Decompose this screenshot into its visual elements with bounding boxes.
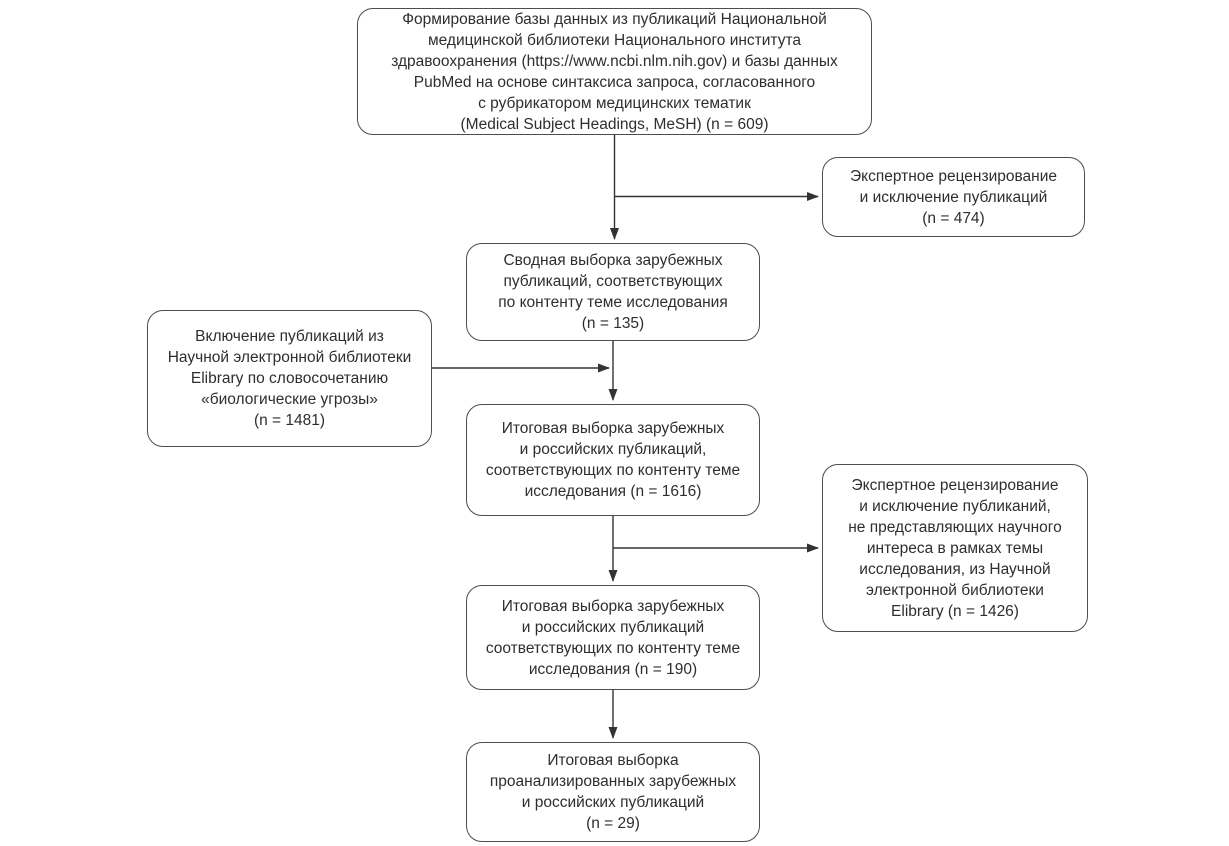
flow-box-summary-foreign-sample: Сводная выборка зарубежных публикаций, со… [466,243,760,341]
box-text-line: Итоговая выборка зарубежных [501,597,725,615]
box-text-line: интереса в рамках темы [866,539,1044,557]
box-text-line: медицинской библиотеки Национального инс… [428,31,801,49]
box-text-line: PubMed на основе синтаксиса запроса, сог… [413,73,816,91]
box-text-line: с рубрикатором медицинских тематик [478,94,751,112]
box-text-line: (n = 29) [586,815,640,832]
flow-box-source-database: Формирование базы данных из публикаций Н… [357,8,872,135]
box-text-line: и российских публикаций [521,794,705,811]
box-text-line: Экспертное рецензирование [850,167,1057,185]
box-text-line: публикаций, соответствующих [503,273,723,290]
box-text-line: (n = 1481) [253,412,326,429]
box-text-line: (n = 474) [922,209,985,227]
box-text-line: Формирование базы данных из публикаций Н… [402,10,827,28]
box-text-line: Сводная выборка зарубежных [503,252,723,269]
flow-box-final-sample-combined: Итоговая выборка зарубежных и российских … [466,404,760,516]
box-text-line: исследования (n = 190) [528,660,698,678]
box-text-line: соответствующих по контенту теме [485,639,741,657]
box-text-line: (n = 135) [581,315,645,332]
box-text-line: Включение публикаций из [195,328,384,345]
box-text-line: Научной электронной библиотеки [167,349,412,366]
box-text-line: электронной библиотеки [866,581,1044,599]
box-text-line: здравоохранения (https://www.ncbi.nlm.ni… [391,52,838,70]
box-text-line: Elibrary по словосочетанию [190,370,389,387]
flow-box-expert-review-exclusion: Экспертное рецензирование и исключение пу… [822,157,1085,237]
flow-box-expert-review-elibrary-exclusion: Экспертное рецензирование и исключение пу… [822,464,1088,632]
box-text-line: «биологические угрозы» [201,391,378,408]
box-text-line: по контенту теме исследования [498,294,728,311]
box-text-line: Elibrary (n = 1426) [891,602,1019,620]
box-text-line: и исключение публикаций [859,188,1048,206]
box-text-line: Итоговая выборка [547,752,679,769]
flow-box-final-analyzed-sample: Итоговая выборка проанализированных заруб… [466,742,760,842]
box-text-line: соответствующих по контенту теме [485,462,741,479]
box-text-line: и исключение публиканий, [859,497,1051,515]
box-text-line: и российских публикаций [521,618,705,636]
box-text-line: исследования, из Научной [859,560,1051,578]
flow-box-elibrary-inclusion: Включение публикаций из Научной электронн… [147,310,432,447]
box-text-line: Экспертное рецензирование [851,476,1059,494]
box-text-line: не представляющих научного [848,518,1062,536]
box-text-line: Итоговая выборка зарубежных [501,420,725,437]
flow-box-final-sample-filtered: Итоговая выборка зарубежных и российских … [466,585,760,690]
box-text-line: проанализированных зарубежных [489,773,737,790]
box-text-line: (Medical Subject Headings, MeSH) (n = 60… [460,115,769,133]
box-text-line: и российских публикаций, [519,441,707,458]
box-text-line: исследования (n = 1616) [524,483,702,500]
